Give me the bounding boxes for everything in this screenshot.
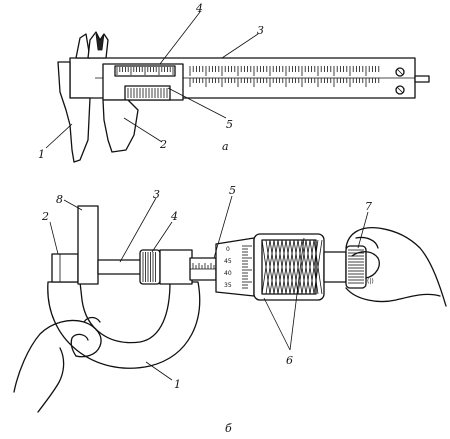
thimble-bevel [215, 237, 255, 297]
micrometer-label-4: 4 [170, 210, 178, 223]
thimble-drum-knurl [261, 239, 323, 295]
knurl-line [261, 239, 271, 295]
beam-scale-top [189, 66, 380, 76]
micrometer-caption: б [225, 422, 232, 435]
thimble-scale-ticks [242, 245, 252, 289]
workpiece [77, 205, 99, 285]
micrometer-label-7: 7 [365, 200, 372, 213]
ratchet-mark: (|) [367, 278, 374, 285]
depth-rod [414, 75, 430, 83]
caliper-caption: а [222, 140, 229, 153]
lock-knurl [124, 85, 171, 101]
lock-nut-knurl [142, 252, 156, 282]
knurl-line [305, 239, 315, 295]
thimble-number-45: 45 [224, 258, 232, 265]
lock-knurl-lines [127, 88, 168, 98]
knurl-line [277, 239, 287, 295]
spindle [97, 259, 143, 275]
vernier-caliper: 4 3 5 1 2 а [38, 2, 430, 163]
micrometer-label-2: 2 [41, 210, 49, 223]
thimble-number-0: 0 [226, 246, 230, 253]
knurl-line [269, 239, 279, 295]
micrometer-label-5: 5 [229, 184, 236, 197]
vernier-scale [116, 67, 174, 75]
thimble-number-35: 35 [224, 282, 232, 289]
caliper-label-5: 5 [226, 118, 233, 131]
knurl-line [265, 239, 275, 295]
knurl-line [309, 239, 319, 295]
stem-scale-ticks [190, 263, 216, 270]
right-hand [345, 226, 447, 307]
caliper-label-4: 4 [195, 2, 203, 15]
knurl-line [273, 239, 283, 295]
sliding-jaw [102, 99, 139, 153]
beam-scale-bottom [189, 78, 380, 87]
micrometer-label-8: 8 [56, 193, 63, 206]
knurl-line [297, 239, 307, 295]
knurl-line [285, 239, 295, 295]
knurl-line [293, 239, 303, 295]
sleeve [159, 249, 193, 285]
ratchet-knurl [348, 249, 364, 284]
knurl-line [301, 239, 311, 295]
left-hand [13, 316, 102, 413]
micrometer: 0 45 40 35 (|) 8 2 3 4 5 6 [13, 184, 447, 435]
micrometer-label-1: 1 [174, 378, 181, 391]
micrometer-frame [47, 281, 201, 369]
anvil [51, 253, 79, 283]
knurl-line [313, 239, 323, 295]
ratchet [345, 245, 367, 289]
caliper-label-3: 3 [257, 24, 264, 37]
ratchet-neck [323, 251, 347, 283]
fixed-jaw [57, 61, 91, 163]
caliper-label-2: 2 [159, 138, 167, 151]
micrometer-label-6: 6 [286, 354, 293, 367]
knurl-line [289, 239, 299, 295]
micrometer-label-3: 3 [153, 188, 160, 201]
upper-jaws [75, 33, 91, 59]
thimble-number-40: 40 [224, 270, 232, 277]
knurl-line [281, 239, 291, 295]
caliper-label-1: 1 [38, 148, 45, 161]
